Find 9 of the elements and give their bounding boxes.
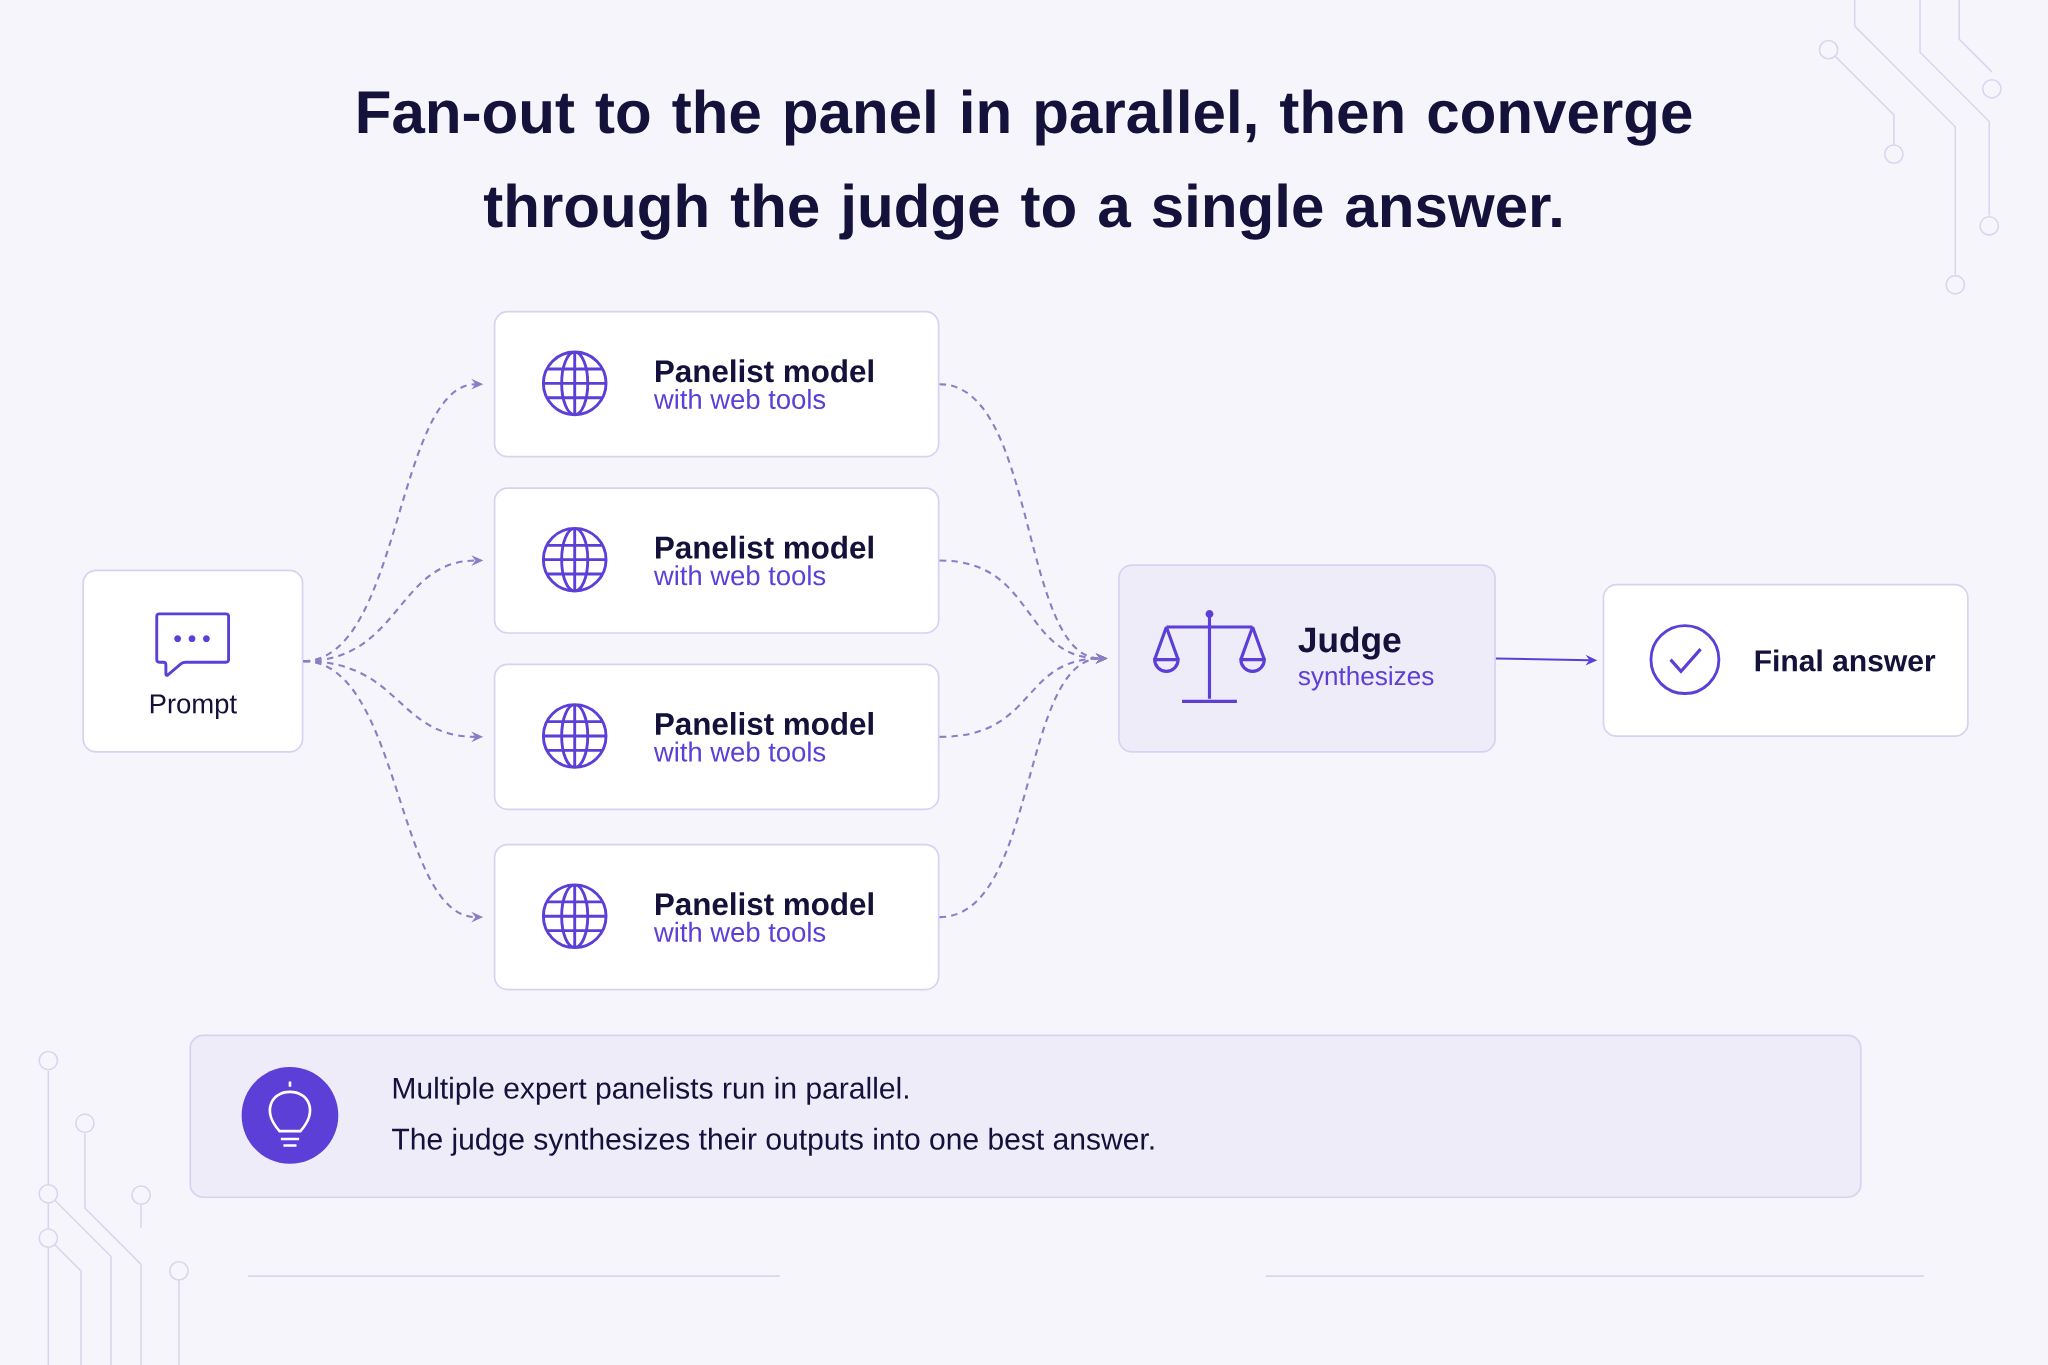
- note-box: Multiple expert panelists run in parallel. The judge synthesizes their outputs into one best answer.: [189, 1034, 1862, 1199]
- prompt-box: Prompt: [82, 569, 304, 753]
- panelist-box: Panelist model with web tools: [493, 487, 940, 634]
- panelist-box: Panelist model with web tools: [493, 843, 940, 991]
- panelist-box: Panelist model with web tools: [493, 663, 940, 811]
- final-answer-box: Final answer: [1602, 583, 1969, 738]
- judge-box: Judge synthesizes: [1118, 564, 1496, 753]
- panelist-box: Panelist model with web tools: [493, 310, 940, 458]
- title: Fan-out to the panel in parallel, then converge through the judge to a single answer.: [358, 89, 1692, 240]
